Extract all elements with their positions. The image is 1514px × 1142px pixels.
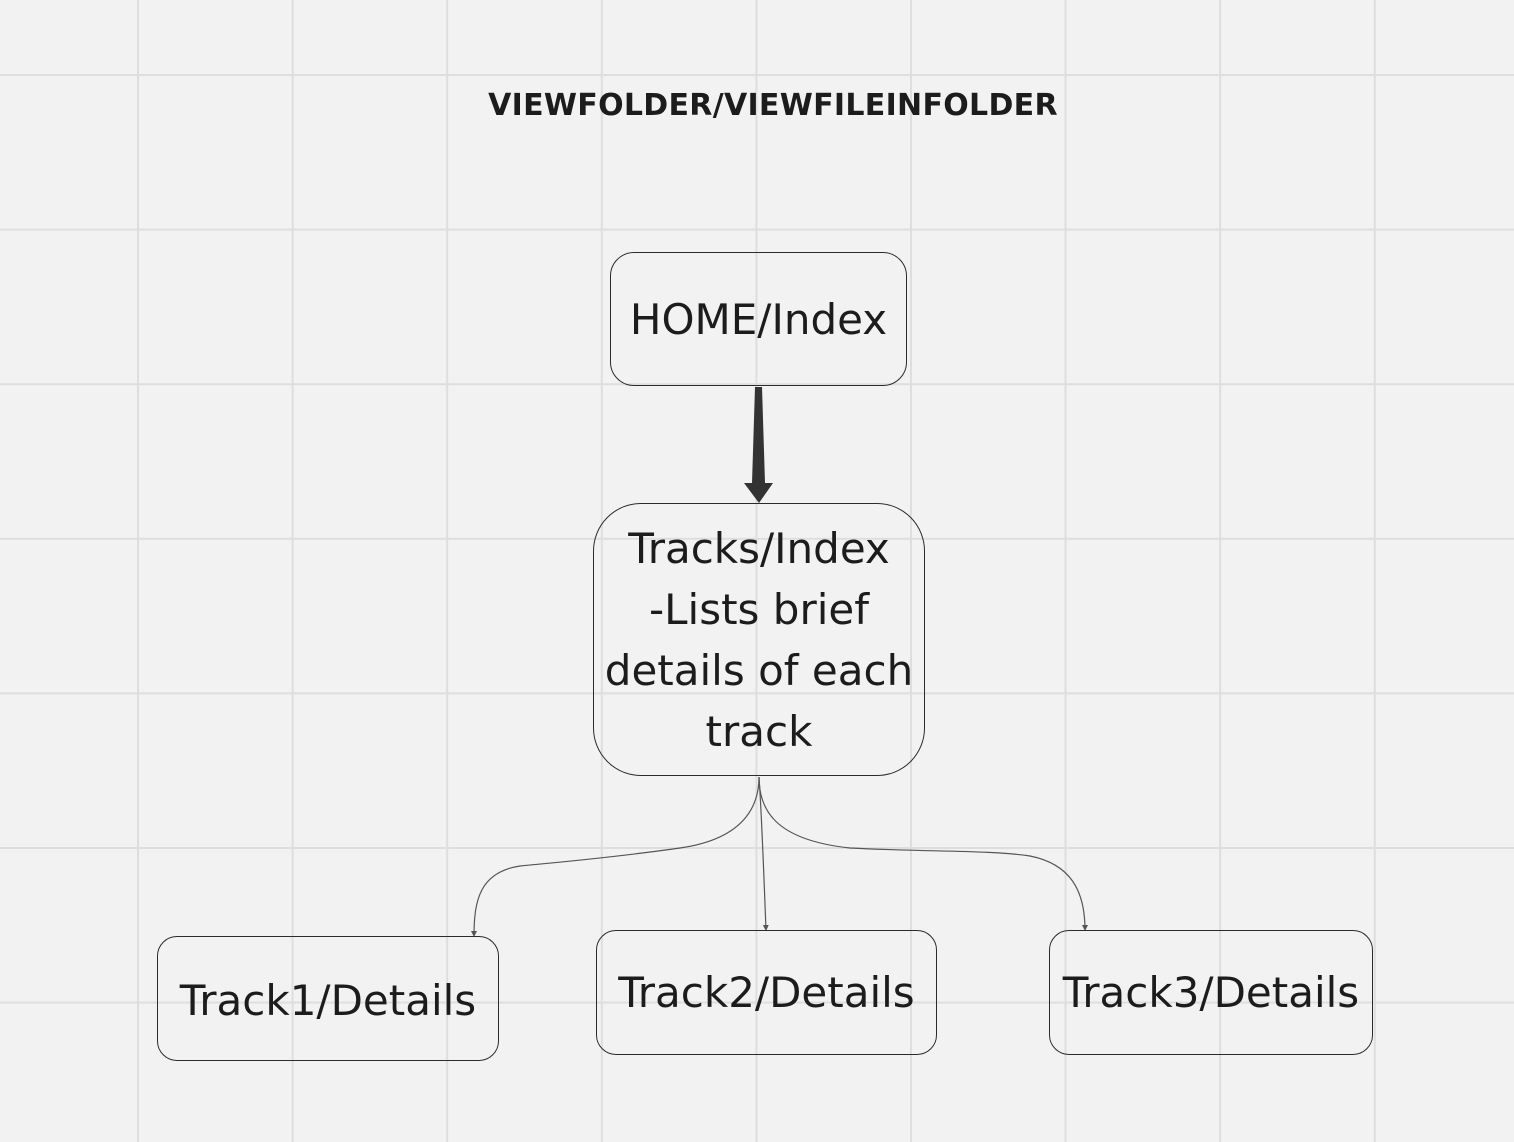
node-track3-details[interactable]: Track3/Details [1049,930,1373,1055]
node-tracks-line-1: Tracks/Index [628,523,890,573]
node-home-label: HOME/Index [629,294,888,344]
node-track2-details[interactable]: Track2/Details [596,930,937,1055]
edge-home-to-tracks [744,387,773,503]
node-tracks-line-3: details of each [604,645,914,695]
edge-tracks-to-track3 [758,776,1088,931]
node-track1-label: Track1/Details [179,976,477,1025]
node-tracks-index[interactable]: Tracks/Index -Lists brief details of eac… [593,503,925,776]
node-track2-label: Track2/Details [618,968,915,1017]
diagram-title: VIEWFOLDER/VIEWFILEINFOLDER [488,88,1058,123]
node-home-index[interactable]: HOME/Index [610,252,907,386]
node-tracks-line-2: -Lists brief [648,584,870,634]
node-track3-label: Track3/Details [1062,968,1360,1017]
edge-tracks-to-track1 [471,776,760,937]
node-track1-details[interactable]: Track1/Details [157,936,499,1061]
node-tracks-line-4: track [705,706,813,756]
